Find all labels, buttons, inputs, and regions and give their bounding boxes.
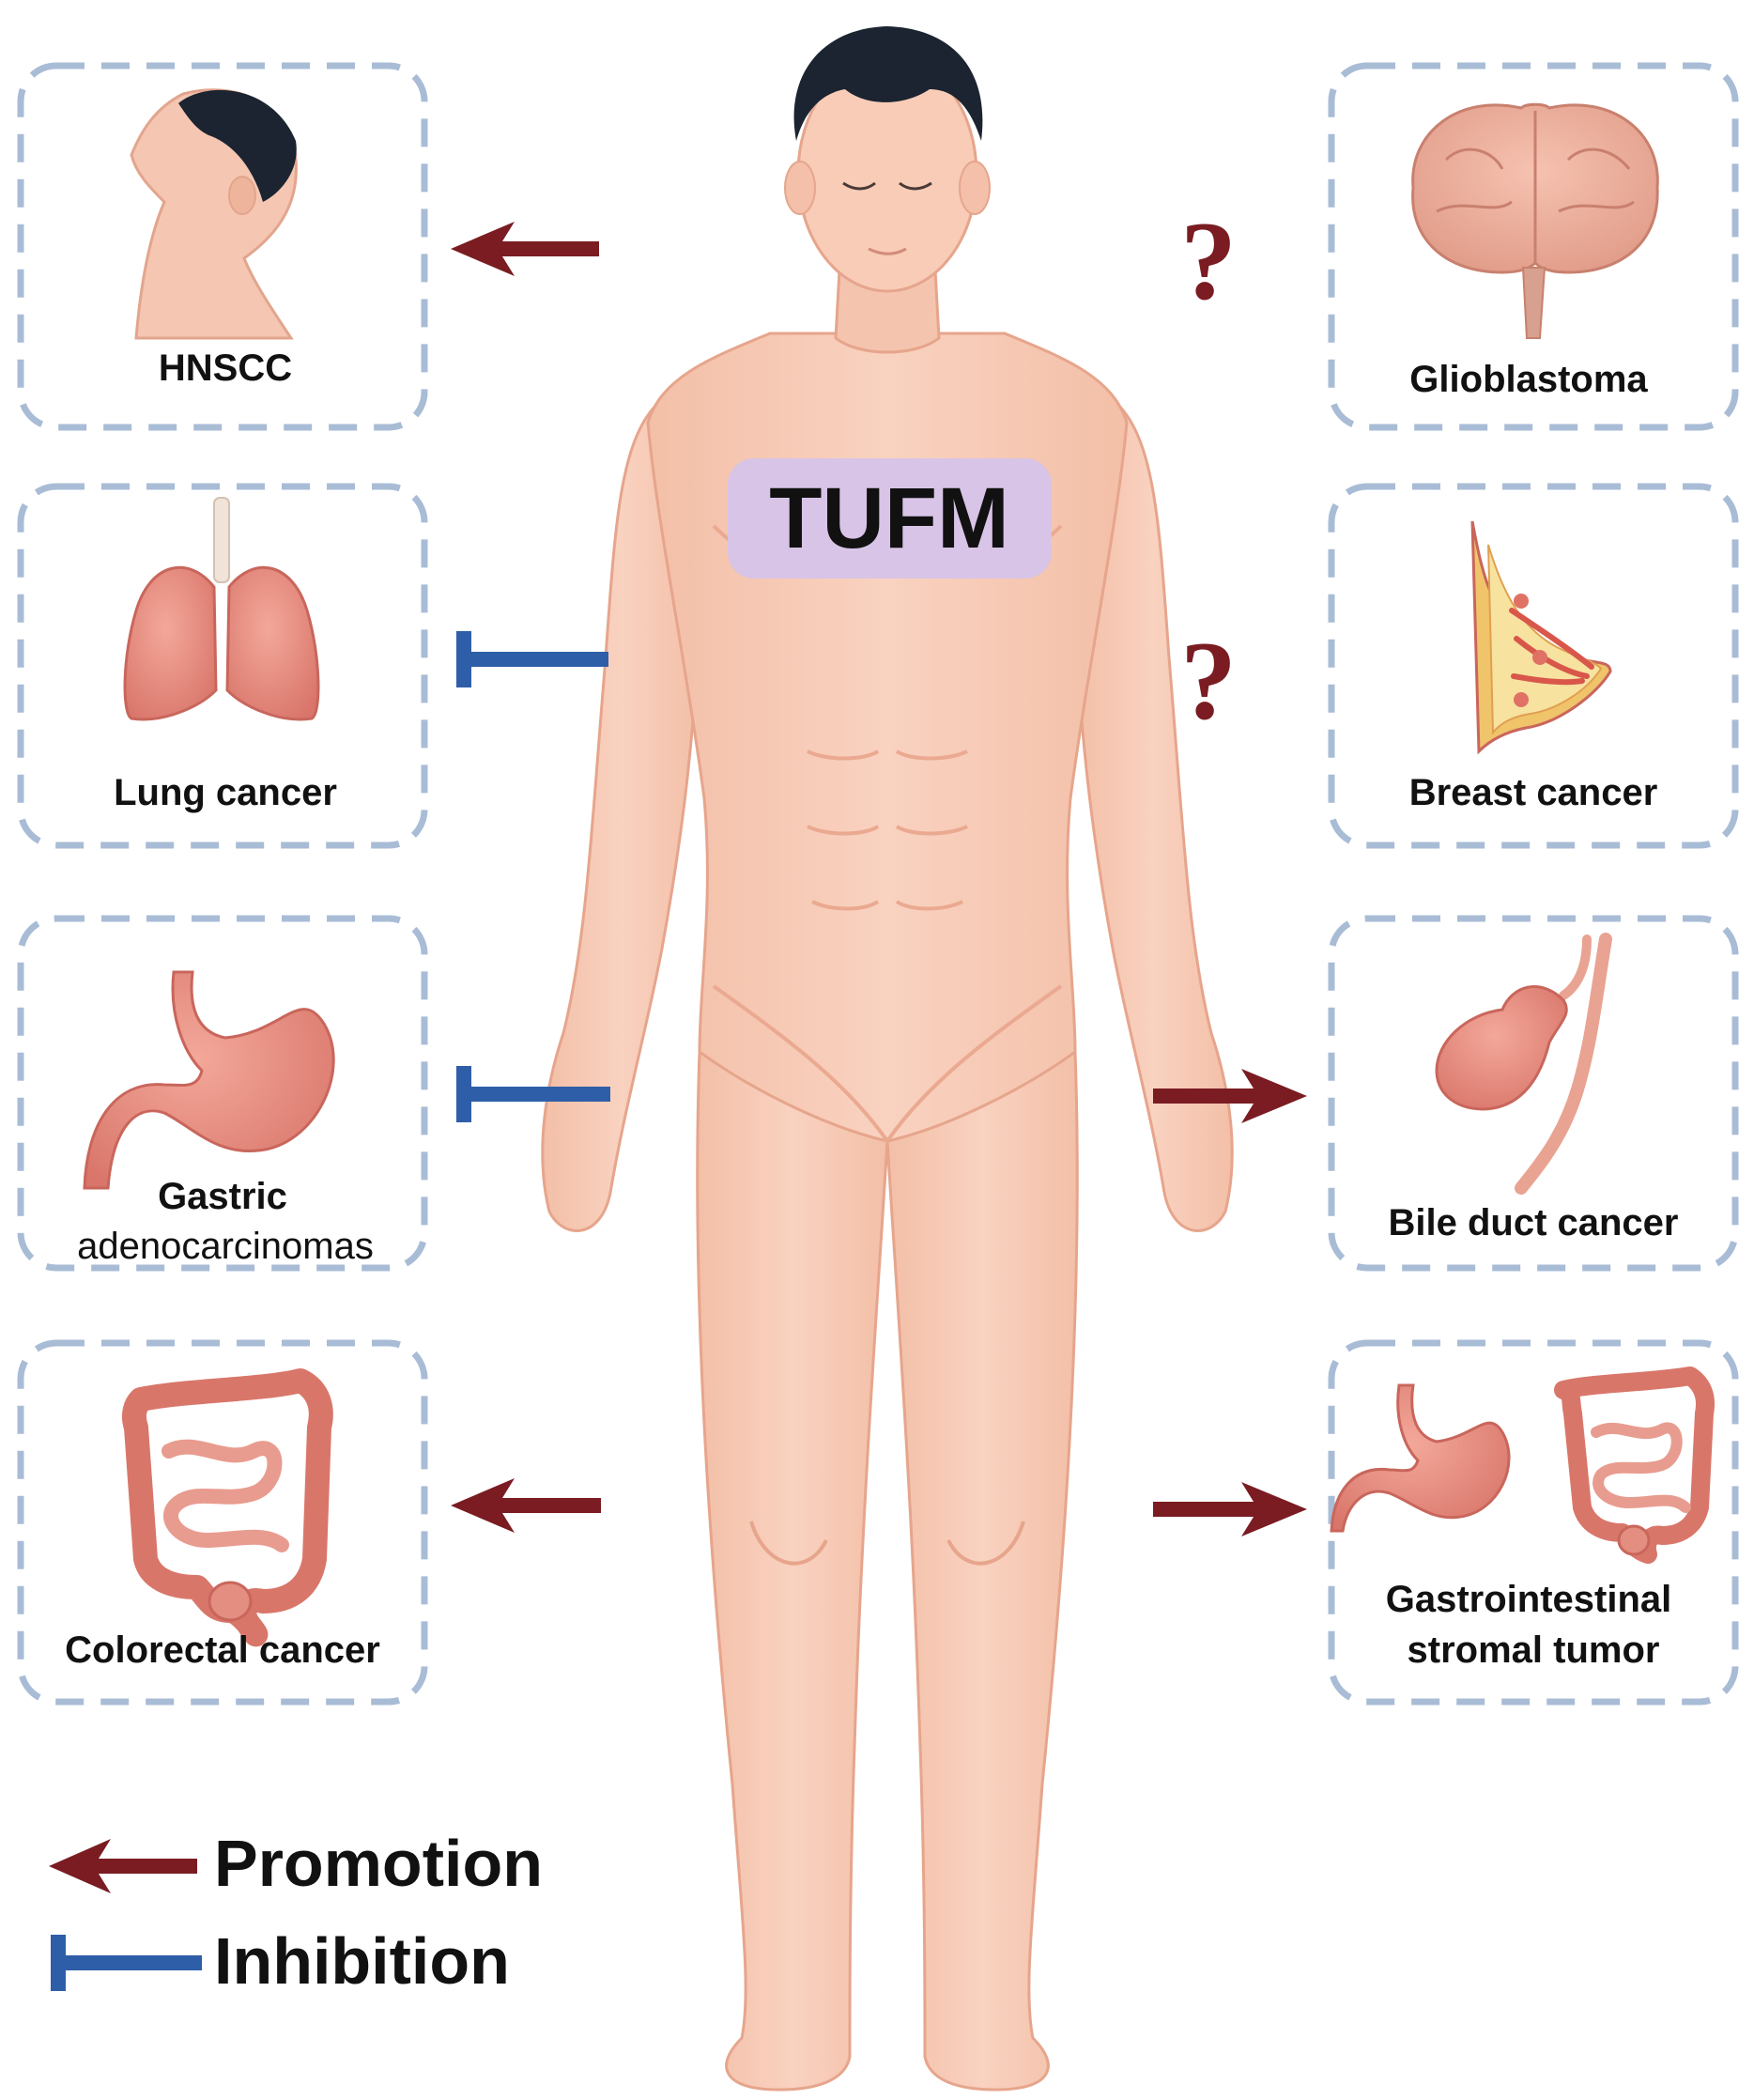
left-leg <box>696 1049 889 2092</box>
inhibition-bar-gastric <box>456 1066 610 1122</box>
gist-stomach-icon <box>1330 1383 1511 1533</box>
hnscc-label: HNSCC <box>159 347 292 389</box>
breast-icon <box>1470 520 1612 755</box>
legend: Promotion Inhibition <box>49 1827 543 1998</box>
inhibition-bar-lung <box>456 631 608 687</box>
gist-label-line1: Gastrointestinal <box>1386 1579 1672 1620</box>
intestine-icon <box>121 1368 333 1647</box>
panel-colorectal: Colorectal cancer <box>17 1339 428 1706</box>
torso <box>646 332 1129 1143</box>
promotion-arrow-gist <box>1153 1482 1307 1536</box>
unknown-marker-breast: ? <box>1180 618 1237 743</box>
panel-gastric: Gastric adenocarcinomas <box>17 915 428 1272</box>
lung-cancer-label: Lung cancer <box>114 772 337 813</box>
promotion-arrow-bile-duct <box>1153 1069 1307 1123</box>
panel-glioblastoma: Glioblastoma <box>1328 62 1739 431</box>
panel-lung-cancer: Lung cancer <box>17 483 428 849</box>
panel-hnscc: HNSCC <box>17 62 428 431</box>
legend-inhibition-label: Inhibition <box>214 1924 510 1998</box>
panel-breast-cancer: Breast cancer <box>1328 483 1739 849</box>
right-arm <box>1073 401 1234 1232</box>
legend-promotion-label: Promotion <box>214 1827 543 1900</box>
legend-promotion: Promotion <box>49 1827 543 1900</box>
legend-inhibition: Inhibition <box>51 1924 510 1998</box>
gist-label-line2: stromal tumor <box>1408 1629 1660 1671</box>
lungs-icon <box>123 497 320 721</box>
head-neck-icon <box>130 88 298 340</box>
gastric-label-line1: Gastric <box>158 1176 287 1217</box>
unknown-marker-glioblastoma: ? <box>1180 198 1237 323</box>
tufm-badge: TUFM <box>728 458 1052 579</box>
breast-cancer-label: Breast cancer <box>1409 772 1658 813</box>
promotion-arrow-colorectal <box>451 1478 601 1533</box>
right-leg <box>885 1049 1079 2092</box>
human-body <box>541 26 1234 2092</box>
gist-intestine-icon <box>1554 1367 1716 1564</box>
bile-duct-label: Bile duct cancer <box>1388 1202 1678 1243</box>
panel-gist: Gastrointestinal stromal tumor <box>1328 1339 1739 1706</box>
stomach-icon <box>83 970 335 1190</box>
brain-icon <box>1411 102 1659 339</box>
tufm-label: TUFM <box>769 471 1008 566</box>
glioblastoma-label: Glioblastoma <box>1409 359 1648 400</box>
hair <box>793 26 983 141</box>
gastric-label-line2: adenocarcinomas <box>77 1226 374 1267</box>
colorectal-label: Colorectal cancer <box>65 1629 380 1671</box>
promotion-arrow-hnscc <box>451 222 599 276</box>
gallbladder-icon <box>1435 933 1612 1195</box>
panel-bile-duct: Bile duct cancer <box>1328 915 1739 1272</box>
